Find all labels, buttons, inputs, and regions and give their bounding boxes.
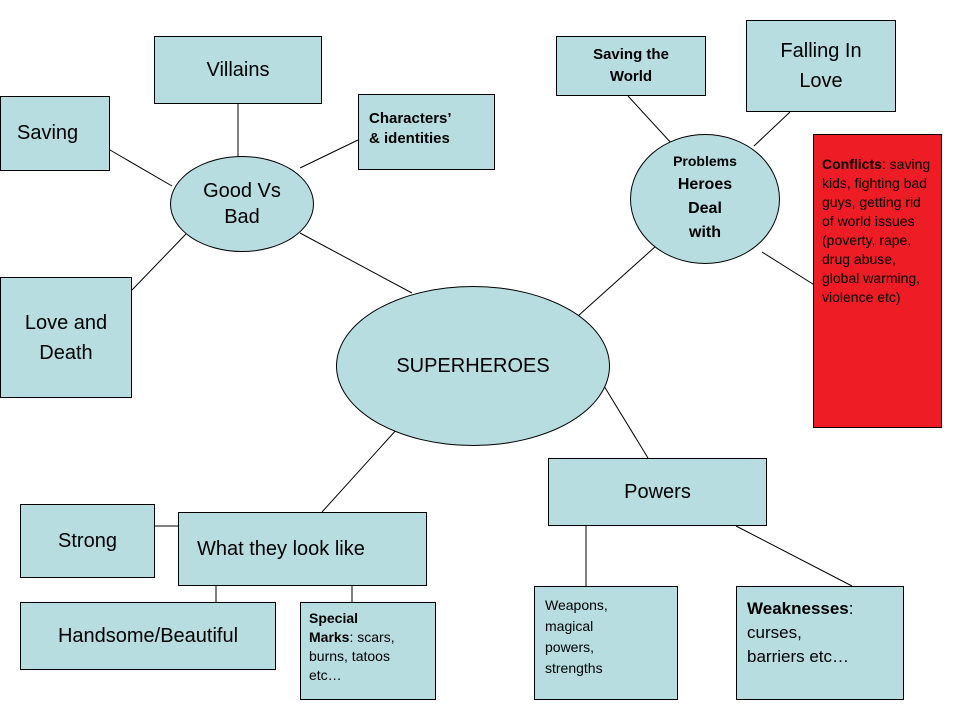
connector-love-death: [131, 233, 187, 291]
characters-label: Characters’ & identities: [369, 110, 452, 147]
superheroes-label: SUPERHEROES: [396, 354, 550, 377]
connector-falling-love: [753, 111, 791, 147]
handsome-label: Handsome/Beautiful: [57, 624, 239, 647]
strong-label: Strong: [58, 529, 117, 552]
connector-problems: [577, 245, 657, 317]
connector-powers: [603, 385, 649, 459]
falling-love-label: Falling In Love: [780, 40, 862, 92]
look-node: What they look like: [178, 512, 427, 586]
love-death-label: Love and Death: [24, 311, 108, 364]
connector-conflicts: [761, 251, 817, 287]
connector-characters: [299, 139, 359, 169]
superheroes-node: SUPERHEROES: [336, 286, 610, 446]
saving-world-label: Saving the World: [593, 46, 669, 85]
conflicts-heading: Conflicts: [822, 156, 882, 172]
characters-node: Characters’ & identities: [358, 94, 495, 170]
special-marks-node: Special Marks: scars, burns, tatoos etc…: [300, 602, 436, 700]
saving-node: Saving: [0, 96, 110, 171]
powers-node: Powers: [548, 458, 767, 526]
conflicts-node: Conflicts: saving kids, fighting bad guy…: [813, 134, 942, 428]
villains-label: Villains: [206, 58, 270, 81]
weaknesses-body: : curses, barriers etc…: [747, 599, 854, 666]
conflicts-body: : saving kids, fighting bad guys, gettin…: [822, 156, 931, 305]
conflicts-text: Conflicts: saving kids, fighting bad guy…: [822, 155, 935, 307]
problems-heroes-label: Heroes Deal with: [677, 176, 733, 241]
connector-weaknesses: [735, 525, 853, 587]
connector-saving: [109, 149, 173, 187]
powers-label: Powers: [624, 480, 691, 503]
problems-label: Problems: [673, 153, 737, 169]
good-vs-bad-label: Good Vs Bad: [203, 180, 281, 228]
love-death-node: Love and Death: [0, 277, 132, 398]
weaknesses-text: Weaknesses: curses, barriers etc…: [747, 597, 854, 669]
weapons-label: Weapons, magical powers, strengths: [545, 597, 608, 676]
connector-look: [321, 427, 399, 513]
special-marks-body: : scars, burns, tatoos etc…: [309, 629, 395, 683]
weapons-node: Weapons, magical powers, strengths: [534, 586, 678, 700]
falling-love-node: Falling In Love: [746, 20, 896, 112]
weaknesses-heading: Weaknesses: [747, 599, 849, 618]
good-vs-bad-node: Good Vs Bad: [170, 156, 314, 252]
problems-node: Problems Heroes Deal with: [630, 134, 780, 264]
look-label: What they look like: [197, 537, 365, 560]
connector-saving-world: [627, 95, 673, 145]
weaknesses-node: Weaknesses: curses, barriers etc…: [736, 586, 904, 700]
connector-good-vs-bad: [299, 232, 413, 294]
special-marks-heading: Special Marks: [309, 610, 359, 645]
strong-node: Strong: [20, 504, 155, 578]
villains-node: Villains: [154, 36, 322, 104]
handsome-node: Handsome/Beautiful: [20, 602, 276, 670]
special-marks-text: Special Marks: scars, burns, tatoos etc…: [309, 609, 395, 685]
saving-label: Saving: [17, 122, 79, 144]
saving-world-node: Saving the World: [556, 36, 706, 96]
